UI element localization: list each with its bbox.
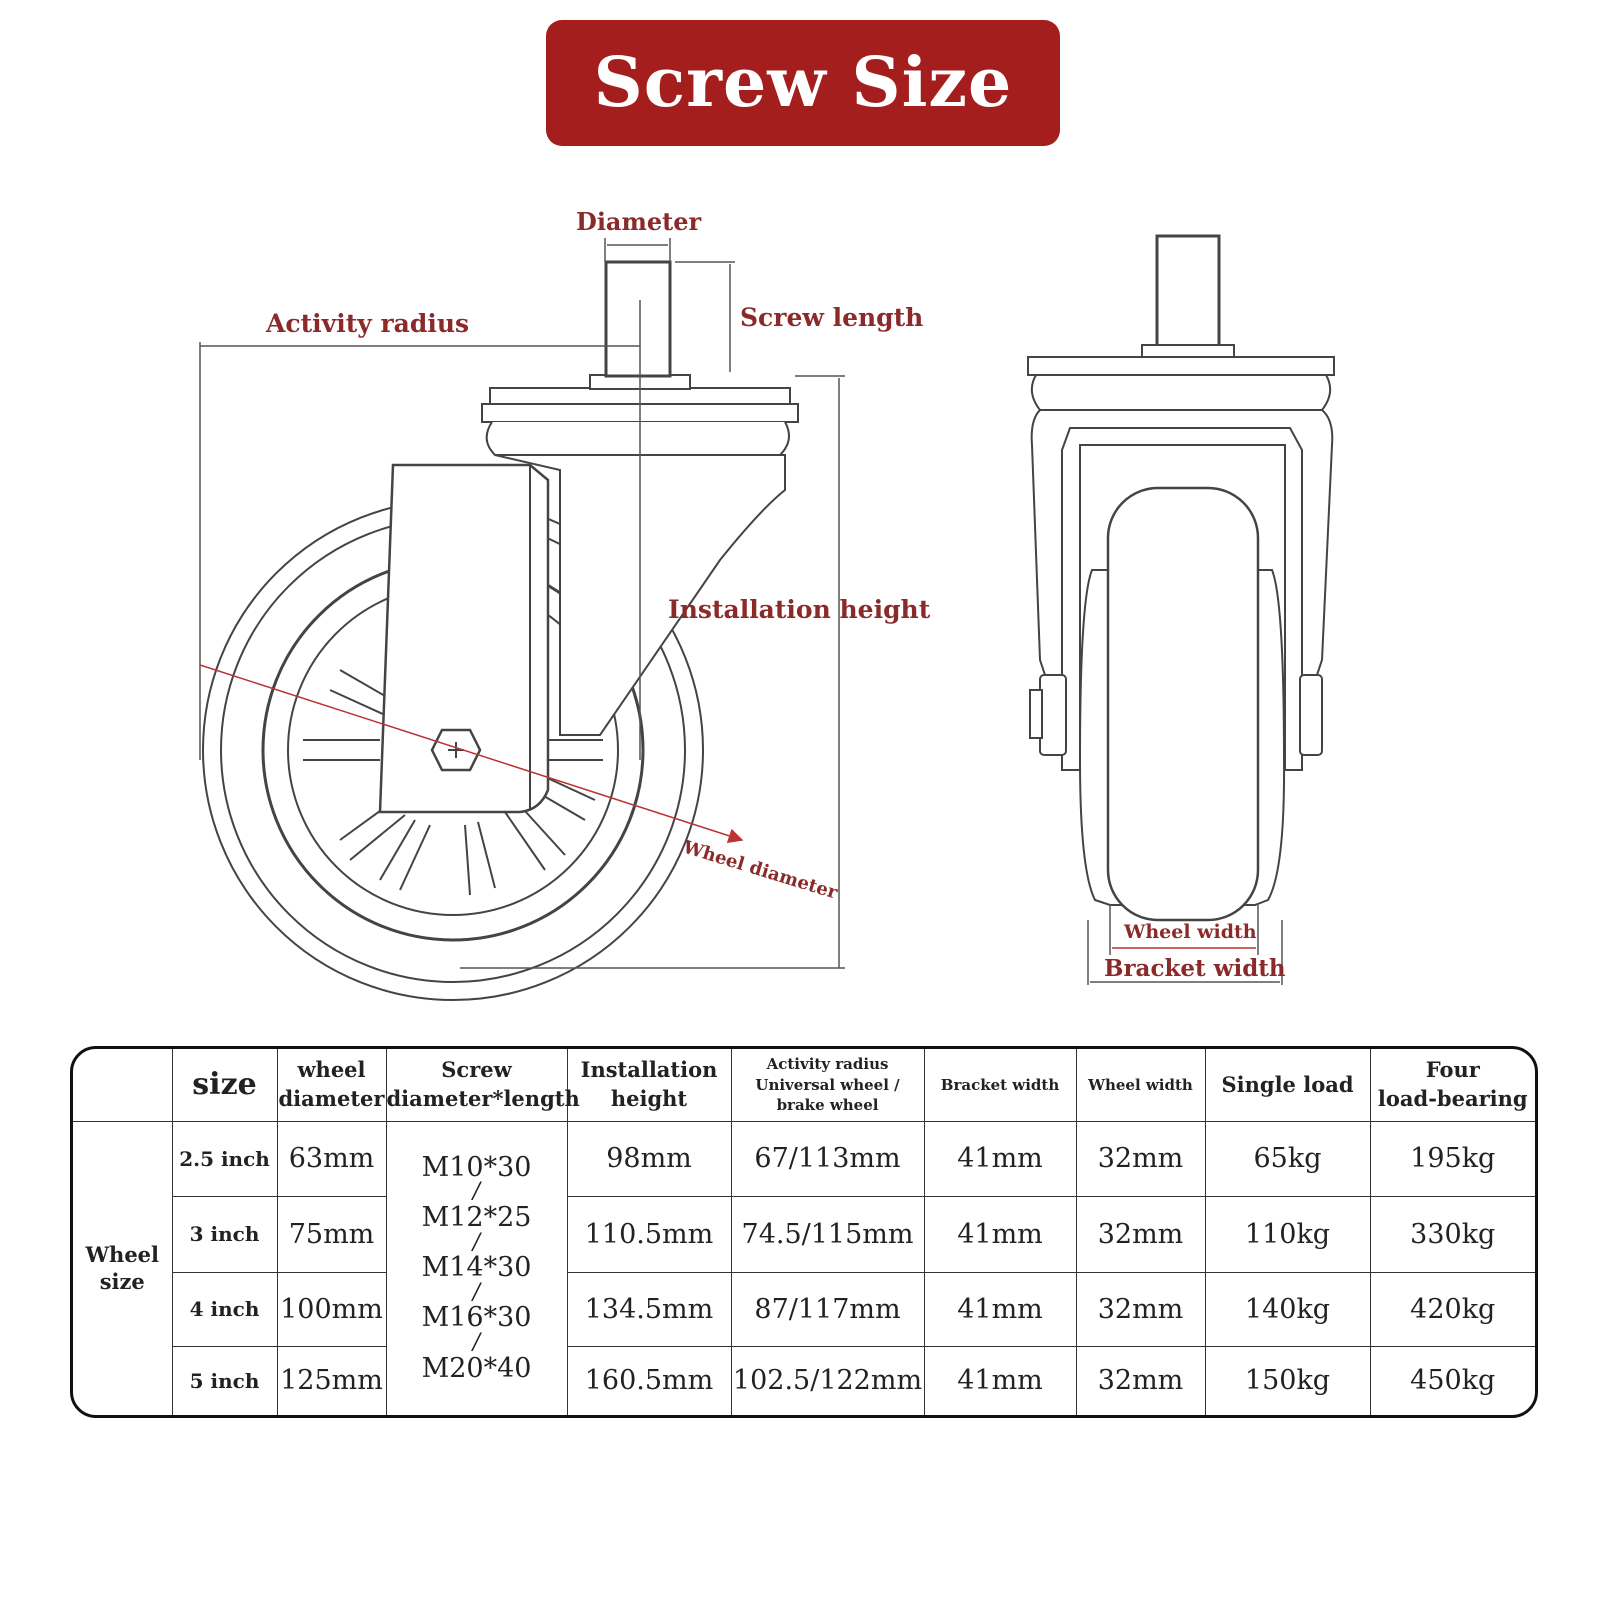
row-bracket-width: 41mm: [923, 1195, 1077, 1273]
label-installation-height: Installation height: [668, 595, 931, 624]
row-single-load: 140kg: [1204, 1271, 1371, 1347]
label-screw-length: Screw length: [740, 303, 923, 332]
row-size: 3 inch: [172, 1195, 278, 1273]
front-screw-stem: [1155, 234, 1221, 348]
side-view: [202, 260, 799, 1001]
label-wheel-diameter: Wheel diameter: [680, 836, 841, 903]
row-wheel-width: 32mm: [1075, 1345, 1206, 1415]
front-left-nut: [1039, 674, 1067, 756]
screw-separator: /: [472, 1229, 481, 1255]
front-wheel-tire: [1106, 486, 1260, 922]
screw-option: M12*25: [421, 1202, 532, 1234]
row-bracket-width: 41mm: [923, 1271, 1077, 1347]
front-right-nut: [1299, 674, 1323, 756]
row-wheel-width: 32mm: [1075, 1271, 1206, 1347]
caster-diagram: Diameter Screw length Activity radius In…: [199, 207, 1335, 1001]
row-wheel-diameter: 100mm: [276, 1271, 387, 1347]
label-diameter: Diameter: [576, 207, 702, 236]
header-bracket-width: Bracket width: [923, 1049, 1077, 1122]
screw-separator: /: [472, 1329, 481, 1355]
row-installation-height: 160.5mm: [566, 1345, 732, 1415]
row-installation-height: 110.5mm: [566, 1195, 732, 1273]
table-row: 3 inch 75mm 110.5mm 74.5/115mm 41mm 32mm…: [73, 1195, 1535, 1273]
front-view: [1027, 234, 1335, 922]
banner-title: Screw Size: [593, 43, 1013, 123]
header-empty: [73, 1049, 173, 1122]
table-row: 4 inch 100mm 134.5mm 87/117mm 41mm 32mm …: [73, 1271, 1535, 1347]
table-row: 5 inch 125mm 160.5mm 102.5/122mm 41mm 32…: [73, 1345, 1535, 1415]
row-single-load: 150kg: [1204, 1345, 1371, 1415]
front-dimensions: [1087, 905, 1283, 985]
header-wheel-width: Wheel width: [1075, 1049, 1206, 1122]
row-size: 5 inch: [172, 1345, 278, 1415]
row-wheel-diameter: 63mm: [276, 1120, 387, 1197]
screw-option: M20*40: [421, 1352, 532, 1384]
header-single-load: Single load: [1204, 1049, 1371, 1122]
row-size: 2.5 inch: [171, 1120, 278, 1197]
row-size: 4 inch: [172, 1271, 278, 1347]
row-bracket-width: 41mm: [923, 1120, 1077, 1197]
row-four-load: 450kg: [1369, 1345, 1535, 1415]
row-installation-height: 98mm: [566, 1120, 732, 1197]
row-four-load: 195kg: [1369, 1120, 1535, 1197]
screw-option: M14*30: [421, 1252, 532, 1284]
row-activity-radius: 67/113mm: [730, 1120, 925, 1197]
row-single-load: 65kg: [1204, 1120, 1371, 1197]
side-fork: [378, 463, 550, 814]
row-four-load: 420kg: [1369, 1271, 1535, 1347]
row-wheel-diameter: 125mm: [276, 1345, 387, 1415]
side-dimensions: [199, 238, 845, 969]
row-four-load: 330kg: [1369, 1195, 1535, 1273]
screw-options-cell: M10*30 / M12*25 / M14*30 / M16*30 / M20*…: [385, 1120, 568, 1415]
label-wheel-width: Wheel width: [1123, 921, 1257, 943]
side-screw-stem: [604, 260, 672, 378]
row-wheel-width: 32mm: [1075, 1195, 1206, 1273]
row-activity-radius: 102.5/122mm: [730, 1345, 925, 1415]
screw-separator: /: [472, 1179, 481, 1205]
title-banner: Screw Size: [546, 20, 1060, 146]
row-activity-radius: 87/117mm: [730, 1271, 925, 1347]
header-size: size: [171, 1049, 278, 1122]
screw-option: M16*30: [421, 1302, 532, 1334]
row-wheel-width: 32mm: [1075, 1120, 1206, 1197]
front-top-plate: [1027, 356, 1335, 376]
label-activity-radius: Activity radius: [265, 309, 469, 338]
row-wheel-diameter: 75mm: [276, 1195, 387, 1273]
label-bracket-width: Bracket width: [1104, 955, 1286, 982]
row-single-load: 110kg: [1204, 1195, 1371, 1273]
row-bracket-width: 41mm: [923, 1345, 1077, 1415]
row-activity-radius: 74.5/115mm: [730, 1195, 925, 1273]
screw-option: M10*30: [421, 1152, 532, 1184]
screw-separator: /: [472, 1279, 481, 1305]
row-installation-height: 134.5mm: [566, 1271, 732, 1347]
